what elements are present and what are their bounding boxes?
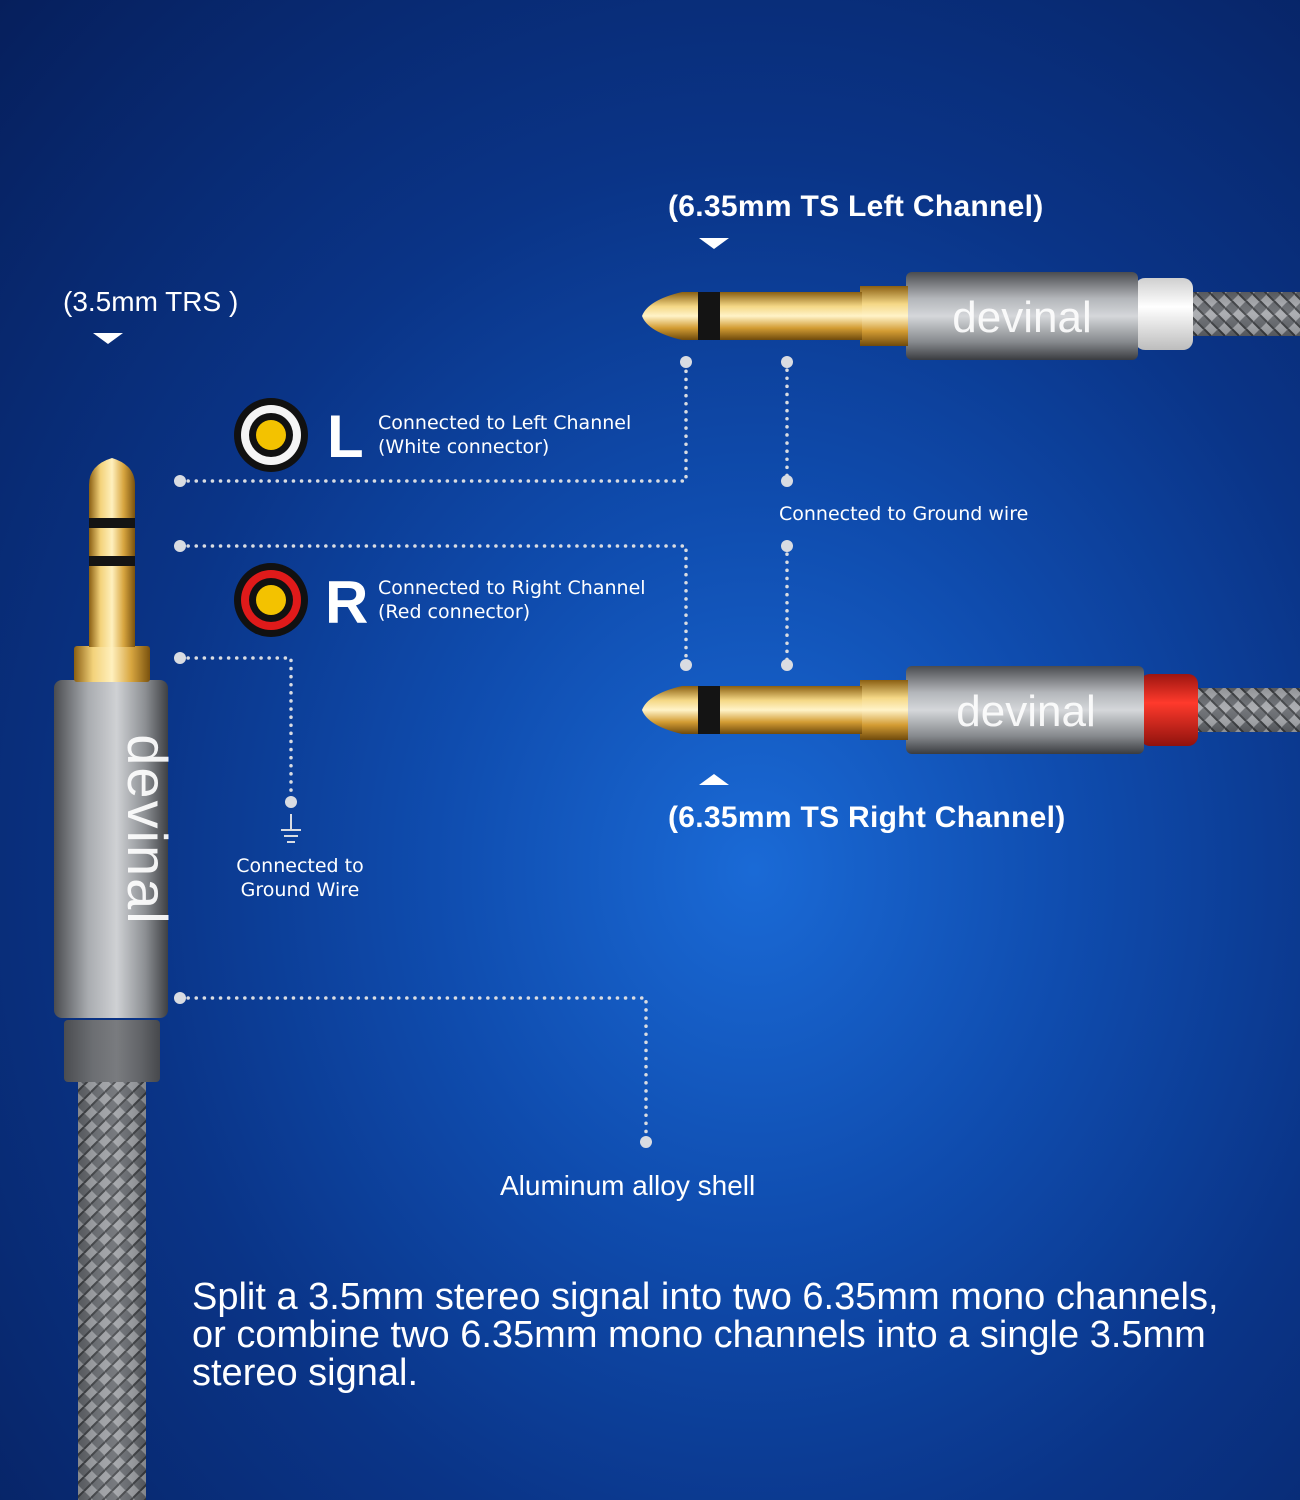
trs-pointer-icon — [93, 333, 123, 344]
left-channel-desc-2: (White connector) — [378, 436, 550, 458]
left-plug-brand-logo: devinal — [952, 293, 1091, 342]
right-red-collar — [1140, 674, 1198, 746]
left-channel-letter: L — [327, 403, 364, 470]
ground-icon — [281, 814, 301, 843]
right-plug-pointer-icon — [699, 774, 729, 785]
right-plug-brand-logo: devinal — [956, 687, 1095, 736]
left-plug-title: (6.35mm TS Left Channel) — [668, 190, 1044, 223]
right-channel-letter: R — [325, 569, 369, 636]
ground-wire-left-label-1: Connected to — [236, 855, 364, 877]
ground-wire-left-label-2: Ground Wire — [240, 879, 360, 901]
trs-brand-logo: devinal — [116, 734, 179, 925]
trs-title: (3.5mm TRS ) — [63, 286, 239, 317]
left-plug-pointer-icon — [699, 238, 729, 249]
trs-plug: devinal — [54, 458, 179, 1500]
right-ts-plug: devinal — [642, 666, 1300, 754]
leader-trs-ground — [178, 656, 293, 804]
description-line-3: stereo signal. — [192, 1352, 419, 1394]
left-ts-plug: devinal — [642, 272, 1300, 360]
leader-left-channel — [178, 360, 688, 483]
leader-lines — [178, 360, 789, 1144]
leader-endpoints — [174, 356, 793, 1148]
left-connector-icon — [234, 398, 308, 472]
right-channel-desc-1: Connected to Right Channel — [378, 577, 646, 599]
left-channel-desc-1: Connected to Left Channel — [378, 412, 632, 434]
leader-shell — [178, 996, 648, 1144]
trs-aluminum-shell — [54, 680, 168, 1018]
right-plug-title: (6.35mm TS Right Channel) — [668, 801, 1066, 834]
description-line-1: Split a 3.5mm stereo signal into two 6.3… — [192, 1276, 1219, 1318]
right-channel-desc-2: (Red connector) — [378, 601, 531, 623]
right-connector-icon — [234, 563, 308, 637]
shell-label: Aluminum alloy shell — [500, 1170, 756, 1201]
ground-wire-right-label: Connected to Ground wire — [779, 503, 1029, 525]
description-line-2: or combine two 6.35mm mono channels into… — [192, 1314, 1206, 1356]
left-white-collar — [1135, 278, 1193, 350]
leader-right-channel — [178, 544, 688, 667]
